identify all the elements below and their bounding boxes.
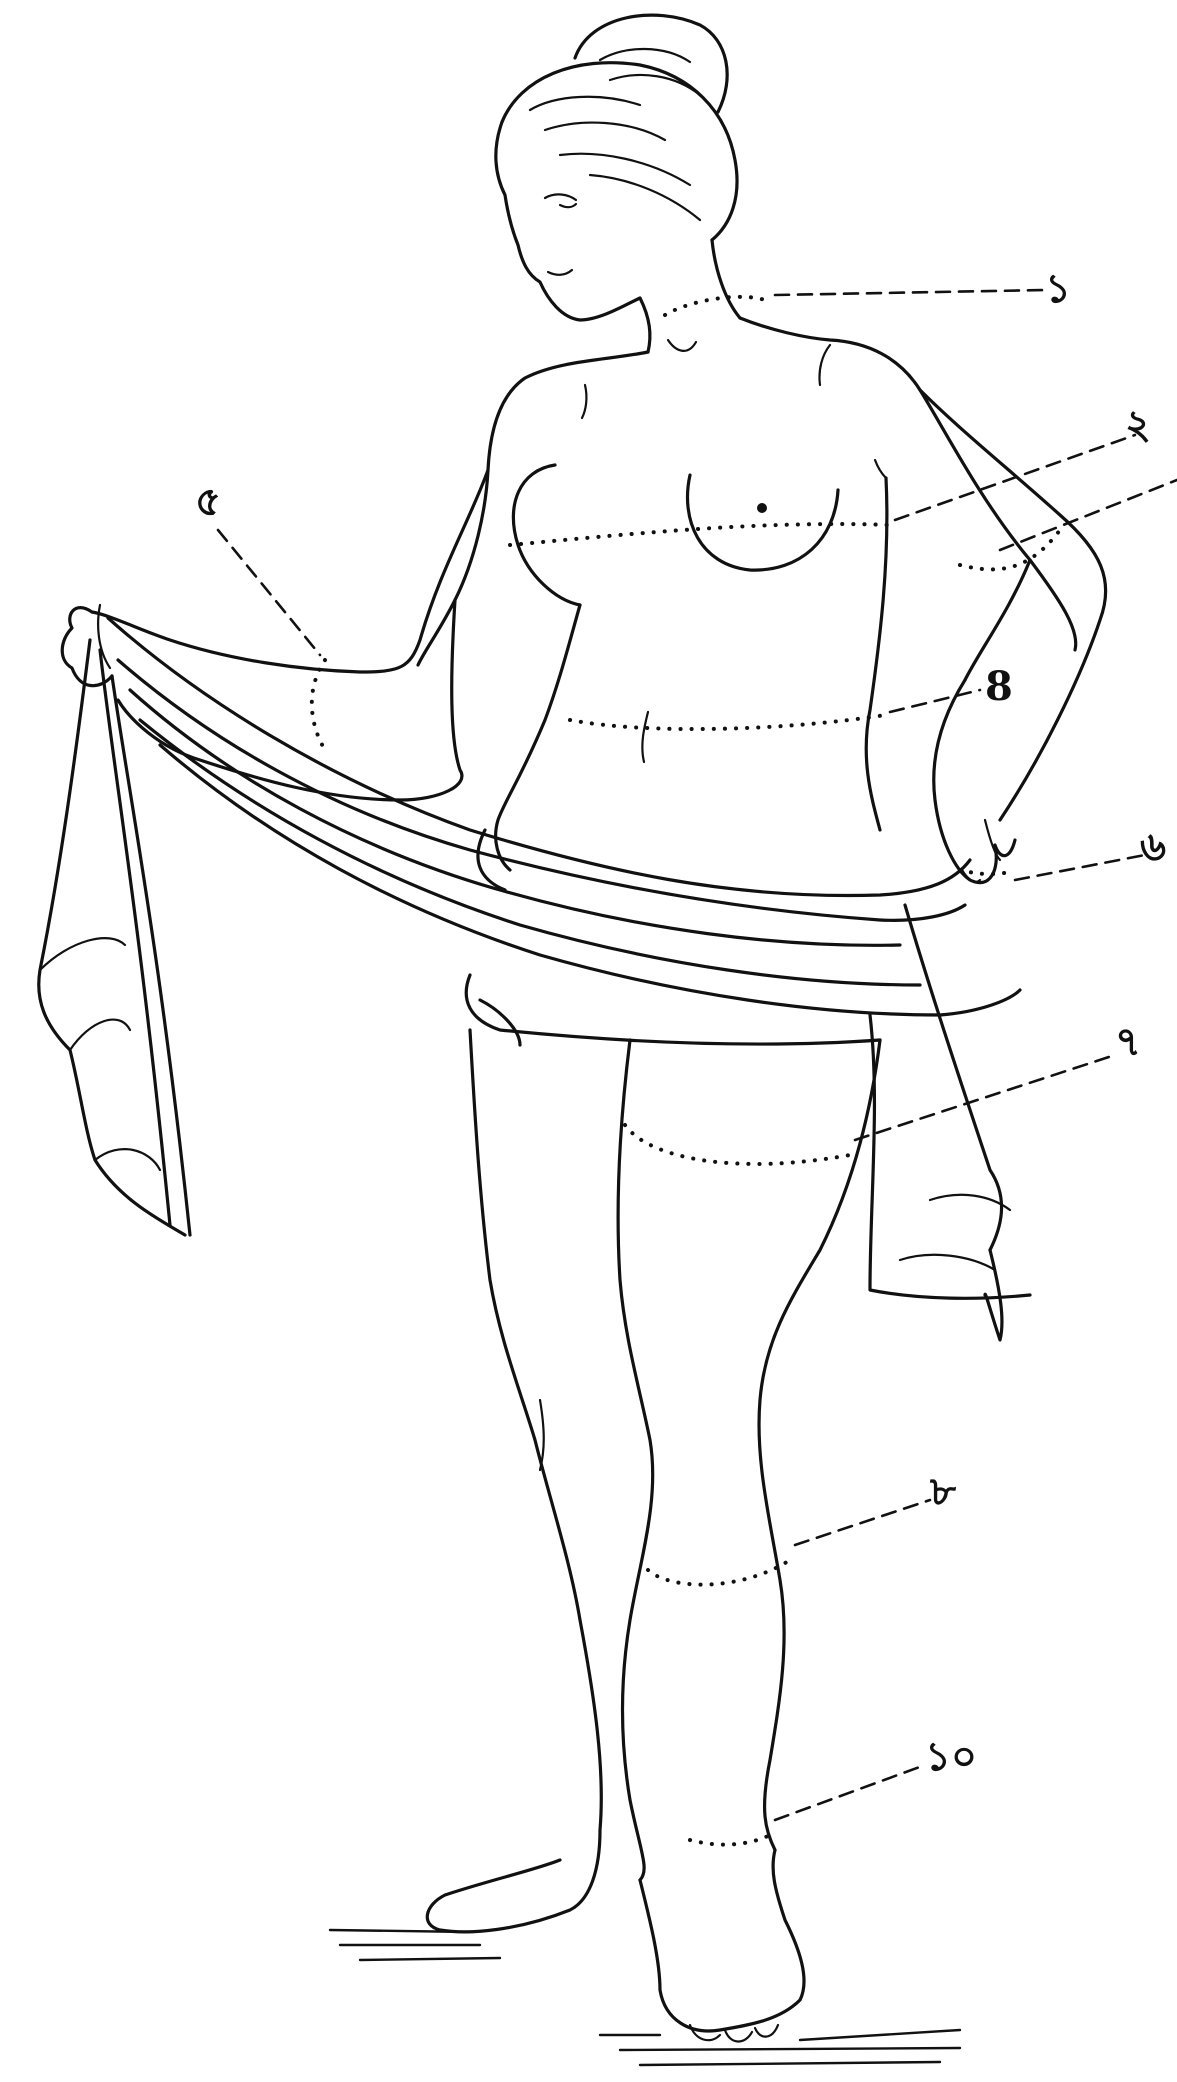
label-neck: ১	[1045, 265, 1071, 312]
bust-leader-line	[895, 435, 1135, 520]
label-waist: 8	[985, 663, 1013, 710]
measurement-lines	[218, 290, 1177, 1845]
neck-leader-line	[775, 290, 1045, 295]
neck-girth-line	[665, 297, 765, 315]
ankle-girth-line	[690, 1835, 770, 1845]
waist-leader-line	[890, 690, 980, 712]
label-ankle: ১০	[925, 1733, 977, 1780]
calf-leader-line	[795, 1500, 930, 1545]
label-thigh: ৭	[1115, 1018, 1141, 1065]
calf-girth-line	[648, 1560, 790, 1585]
waist-girth-line	[570, 715, 885, 729]
label-wrist: ৬	[1140, 823, 1166, 870]
wrist-leader-line	[1015, 855, 1145, 880]
label-calf: ৮	[929, 1468, 957, 1515]
forearm-girth-line	[312, 660, 325, 750]
label-bust: ২	[1125, 401, 1151, 448]
wrist-girth-line	[960, 870, 1010, 874]
thigh-leader-line	[855, 1055, 1115, 1140]
bust-leader-line-2	[1000, 480, 1177, 550]
label-upper-arm: ৫	[195, 478, 221, 525]
thigh-girth-line	[625, 1125, 850, 1164]
forearm-leader-line	[218, 530, 320, 655]
measurement-labels: ১ ২ ৫ 8 ৬ ৭ ৮ ১০	[195, 265, 1166, 1780]
ankle-leader-line	[775, 1765, 925, 1820]
